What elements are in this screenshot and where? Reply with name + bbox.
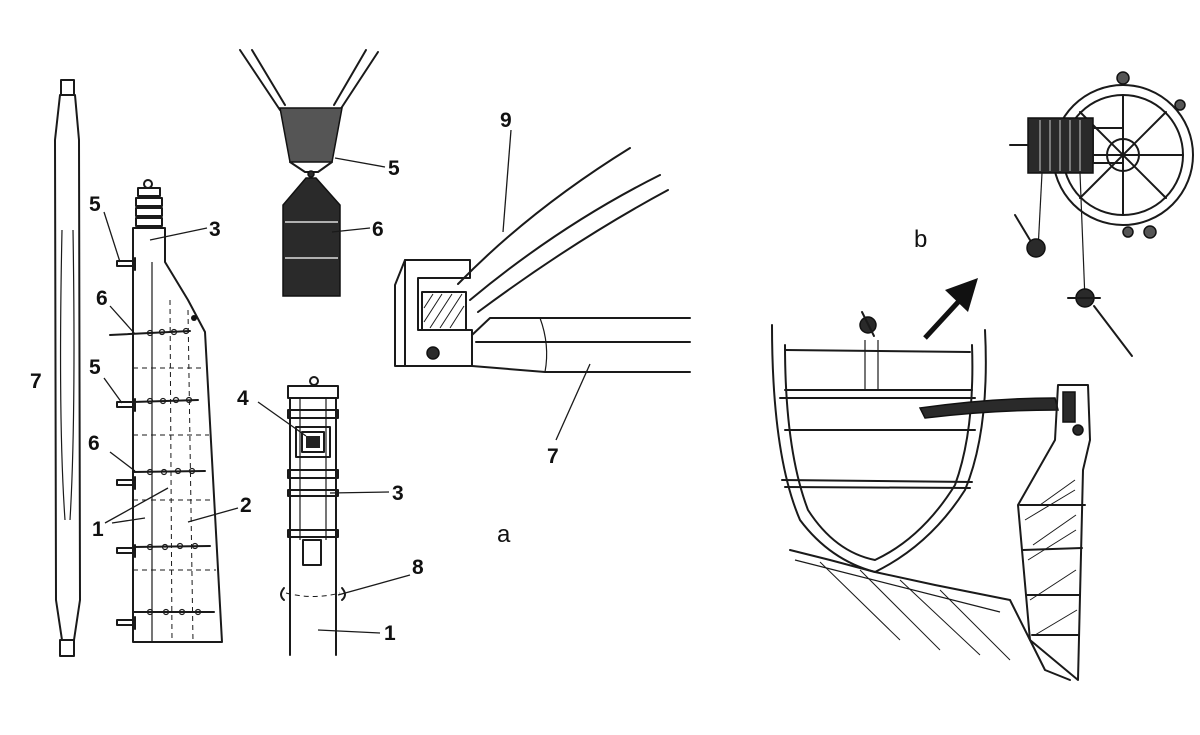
boat-stern-view <box>771 311 1091 681</box>
pintle <box>116 476 136 490</box>
label-6-detail: 6 <box>372 218 384 241</box>
arrow-icon <box>923 278 978 340</box>
rudder-strap <box>132 467 206 476</box>
label-5-detail: 5 <box>388 157 400 180</box>
leader-lines <box>103 129 591 634</box>
label-5-pintle-mid: 5 <box>89 356 101 379</box>
label-2-plank: 2 <box>240 494 252 517</box>
label-3-head: 3 <box>209 218 221 241</box>
label-9-arc: 9 <box>500 109 512 132</box>
label-7-tiller: 7 <box>30 370 42 393</box>
panel-label-b: b <box>914 226 927 253</box>
label-3-front: 3 <box>392 482 404 505</box>
label-1-blade: 1 <box>92 518 104 541</box>
rudder-strap <box>109 327 191 337</box>
pintle <box>116 616 136 630</box>
label-7-joint: 7 <box>547 445 559 468</box>
part-labels: 7 5 3 6 5 6 1 2 5 6 4 3 8 1 9 7 a b <box>30 109 927 645</box>
rudder-strap <box>132 396 199 405</box>
label-8-ring: 8 <box>412 556 424 579</box>
rudder-strap <box>132 608 215 616</box>
strap-detail-view <box>239 49 379 297</box>
label-6-strap-mid: 6 <box>88 432 100 455</box>
label-6-strap-top: 6 <box>96 287 108 310</box>
label-5-pintle-top: 5 <box>89 193 101 216</box>
label-1-front: 1 <box>384 622 396 645</box>
label-4-window: 4 <box>237 387 249 410</box>
panel-label-a: a <box>497 521 511 548</box>
steering-wheel-detail <box>1009 71 1194 357</box>
tiller-side-view <box>54 79 81 657</box>
rudder-head-front-view <box>280 376 346 656</box>
rudder-blade-side-view <box>109 179 223 643</box>
rudder-strap <box>132 542 211 551</box>
pintle <box>116 257 136 271</box>
tiller-joint-view <box>394 147 691 373</box>
